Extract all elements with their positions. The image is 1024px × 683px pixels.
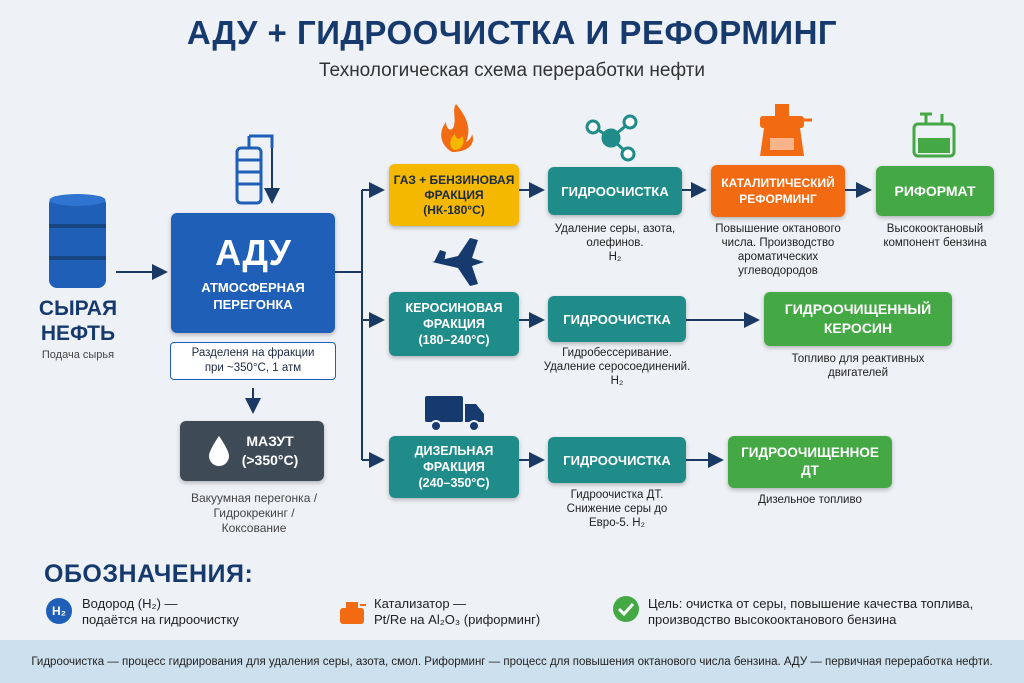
crude-label-line1: СЫРАЯ (38, 297, 118, 320)
diesel-hydro-cap1: Гидроочистка ДТ. (570, 489, 664, 501)
legend-cat-line1: Катализатор — (374, 596, 467, 611)
page-title: АДУ + ГИДРООЧИСТКА И РЕФОРМИНГ (186, 14, 838, 51)
reforming-line2: РЕФОРМИНГ (739, 192, 817, 206)
diesel-hydro-cap2: Снижение серы до (566, 503, 668, 515)
legend-goal: Цель: очистка от серы, повышение качеств… (648, 596, 1008, 628)
drop-icon (208, 436, 229, 466)
reforming-cap4: углеводородов (738, 265, 818, 277)
gasoline-fraction-line2: ФРАКЦИЯ (424, 187, 484, 202)
legend-catalyst: Катализатор — Pt/Re на Al₂O₃ (риформинг) (374, 596, 604, 628)
page-subtitle: Технологическая схема переработки нефти (319, 60, 705, 81)
reforming-line1: КАТАЛИТИЧЕСКИЙ (721, 176, 835, 190)
gasoline-hydro-label: ГИДРООЧИСТКА (561, 183, 669, 199)
mazut-cap3: Коксование (221, 521, 287, 535)
gasoline-hydro-cap3: H₂ (608, 251, 622, 263)
diesel-fraction-block: ДИЗЕЛЬНАЯ ФРАКЦИЯ (240–350°C) (389, 436, 519, 498)
legend-h2-line2: подаётся на гидроочистку (82, 612, 239, 627)
legend-goal-line2: производство высокооктанового бензина (648, 612, 897, 627)
gasoline-hydro-block: ГИДРООЧИСТКА (548, 167, 682, 215)
mazut-cap1: Вакуумная перегонка / (190, 491, 318, 505)
reforming-caption: Повышение октанового числа. Производство… (703, 222, 853, 278)
reformate-block: РИФОРМАТ (876, 166, 994, 216)
kerosene-hydro-label: ГИДРООЧИСТКА (563, 311, 671, 327)
legend-hydrogen: Водород (H₂) — подаётся на гидроочистку (82, 596, 302, 628)
hydrotreated-diesel-block: ГИДРООЧИЩЕННОЕ ДТ (728, 436, 892, 488)
reforming-cap3: ароматических (737, 251, 819, 263)
gasoline-fraction-line3: (НК-180°C) (423, 202, 485, 217)
reformate-caption: Высокооктановый компонент бензина (868, 222, 1002, 250)
kerosene-product-caption: Топливо для реактивных двигателей (770, 352, 946, 380)
crude-label-line2: НЕФТЬ (40, 322, 116, 345)
footer-note: Гидроочистка — процесс гидрирования для … (0, 640, 1024, 683)
kerosene-fraction-line2: ФРАКЦИЯ (423, 317, 485, 331)
adu-note-line1: Разделеня на фракции (191, 347, 315, 359)
gasoline-fraction-line1: ГАЗ + БЕНЗИНОВАЯ (393, 172, 515, 187)
hydrotreated-kerosene-block: ГИДРООЧИЩЕННЫЙ КЕРОСИН (764, 292, 952, 346)
reformate-cap1: Высокооктановый (886, 223, 984, 235)
kerosene-fraction-block: КЕРОСИНОВАЯ ФРАКЦИЯ (180–240°C) (389, 292, 519, 356)
mazut-block: МАЗУТ (>350°C) (180, 421, 324, 481)
diesel-product-line1: ГИДРООЧИЩЕННОЕ (741, 445, 879, 460)
adu-note: Разделеня на фракции при ~350°C, 1 атм (170, 342, 336, 380)
diesel-fraction-line2: ФРАКЦИЯ (423, 460, 485, 474)
gasoline-hydro-cap1: Удаление серы, азота, (554, 223, 676, 235)
legend-heading: ОБОЗНАЧЕНИЯ: (44, 560, 254, 588)
kerosene-product-line1: ГИДРООЧИЩЕННЫЙ (784, 301, 932, 317)
kerosene-fraction-line1: КЕРОСИНОВАЯ (405, 301, 503, 315)
kerosene-hydro-cap1: Гидробессеривание. (562, 347, 672, 359)
reforming-cap2: числа. Производство (721, 237, 835, 249)
adu-block: АДУ АТМОСФЕРНАЯ ПЕРЕГОНКА (171, 213, 335, 333)
diesel-fraction-line3: (240–350°C) (418, 476, 490, 490)
gasoline-hydro-cap2: олефинов. (586, 237, 644, 249)
adu-line2: ПЕРЕГОНКА (213, 297, 293, 312)
legend-goal-line1: Цель: очистка от серы, повышение качеств… (648, 596, 974, 611)
kerosene-hydro-block: ГИДРООЧИСТКА (548, 296, 686, 342)
kerosene-product-cap2: двигателей (827, 367, 888, 379)
legend-cat-line2: Pt/Re на Al₂O₃ (риформинг) (374, 612, 541, 627)
diesel-product-caption: Дизельное топливо (758, 494, 862, 506)
gasoline-hydro-caption: Удаление серы, азота, олефинов. H₂ (540, 222, 690, 264)
kerosene-hydro-caption: Гидробессеривание. Удаление серосоединен… (530, 346, 704, 388)
mazut-line1: МАЗУТ (246, 433, 294, 449)
diesel-product-line2: ДТ (801, 463, 819, 478)
diesel-hydro-cap3: Евро-5. H₂ (589, 517, 645, 529)
kerosene-product-cap1: Топливо для реактивных (791, 353, 925, 365)
reformate-label: РИФОРМАТ (894, 183, 976, 199)
reforming-cap1: Повышение октанового (715, 223, 841, 235)
diesel-hydro-block: ГИДРООЧИСТКА (548, 437, 686, 483)
mazut-caption: Вакуумная перегонка / Гидрокрекинг / Кок… (172, 491, 336, 536)
kerosene-fraction-line3: (180–240°C) (418, 333, 490, 347)
mazut-cap2: Гидрокрекинг / (213, 506, 295, 520)
adu-title: АДУ (215, 232, 291, 273)
mazut-line2: (>350°C) (241, 452, 299, 468)
crude-caption: Подача сырья (41, 349, 115, 361)
diesel-hydro-label: ГИДРООЧИСТКА (563, 452, 671, 468)
kerosene-hydro-cap2: Удаление серосоединений. (543, 361, 691, 373)
adu-line1: АТМОСФЕРНАЯ (201, 280, 305, 295)
reforming-block: КАТАЛИТИЧЕСКИЙ РЕФОРМИНГ (711, 165, 845, 217)
reformate-cap2: компонент бензина (883, 237, 987, 249)
adu-note-line2: при ~350°C, 1 атм (204, 362, 302, 374)
diesel-hydro-caption: Гидроочистка ДТ. Снижение серы до Евро-5… (540, 488, 694, 530)
gasoline-fraction-block: ГАЗ + БЕНЗИНОВАЯ ФРАКЦИЯ (НК-180°C) (389, 164, 519, 226)
kerosene-product-line2: КЕРОСИН (823, 320, 893, 336)
hydrogen-icon: H₂ (46, 598, 72, 624)
kerosene-hydro-cap3: H₂ (610, 375, 624, 387)
diesel-fraction-line1: ДИЗЕЛЬНАЯ (414, 444, 494, 458)
legend-h2-line1: Водород (H₂) — (82, 596, 178, 611)
